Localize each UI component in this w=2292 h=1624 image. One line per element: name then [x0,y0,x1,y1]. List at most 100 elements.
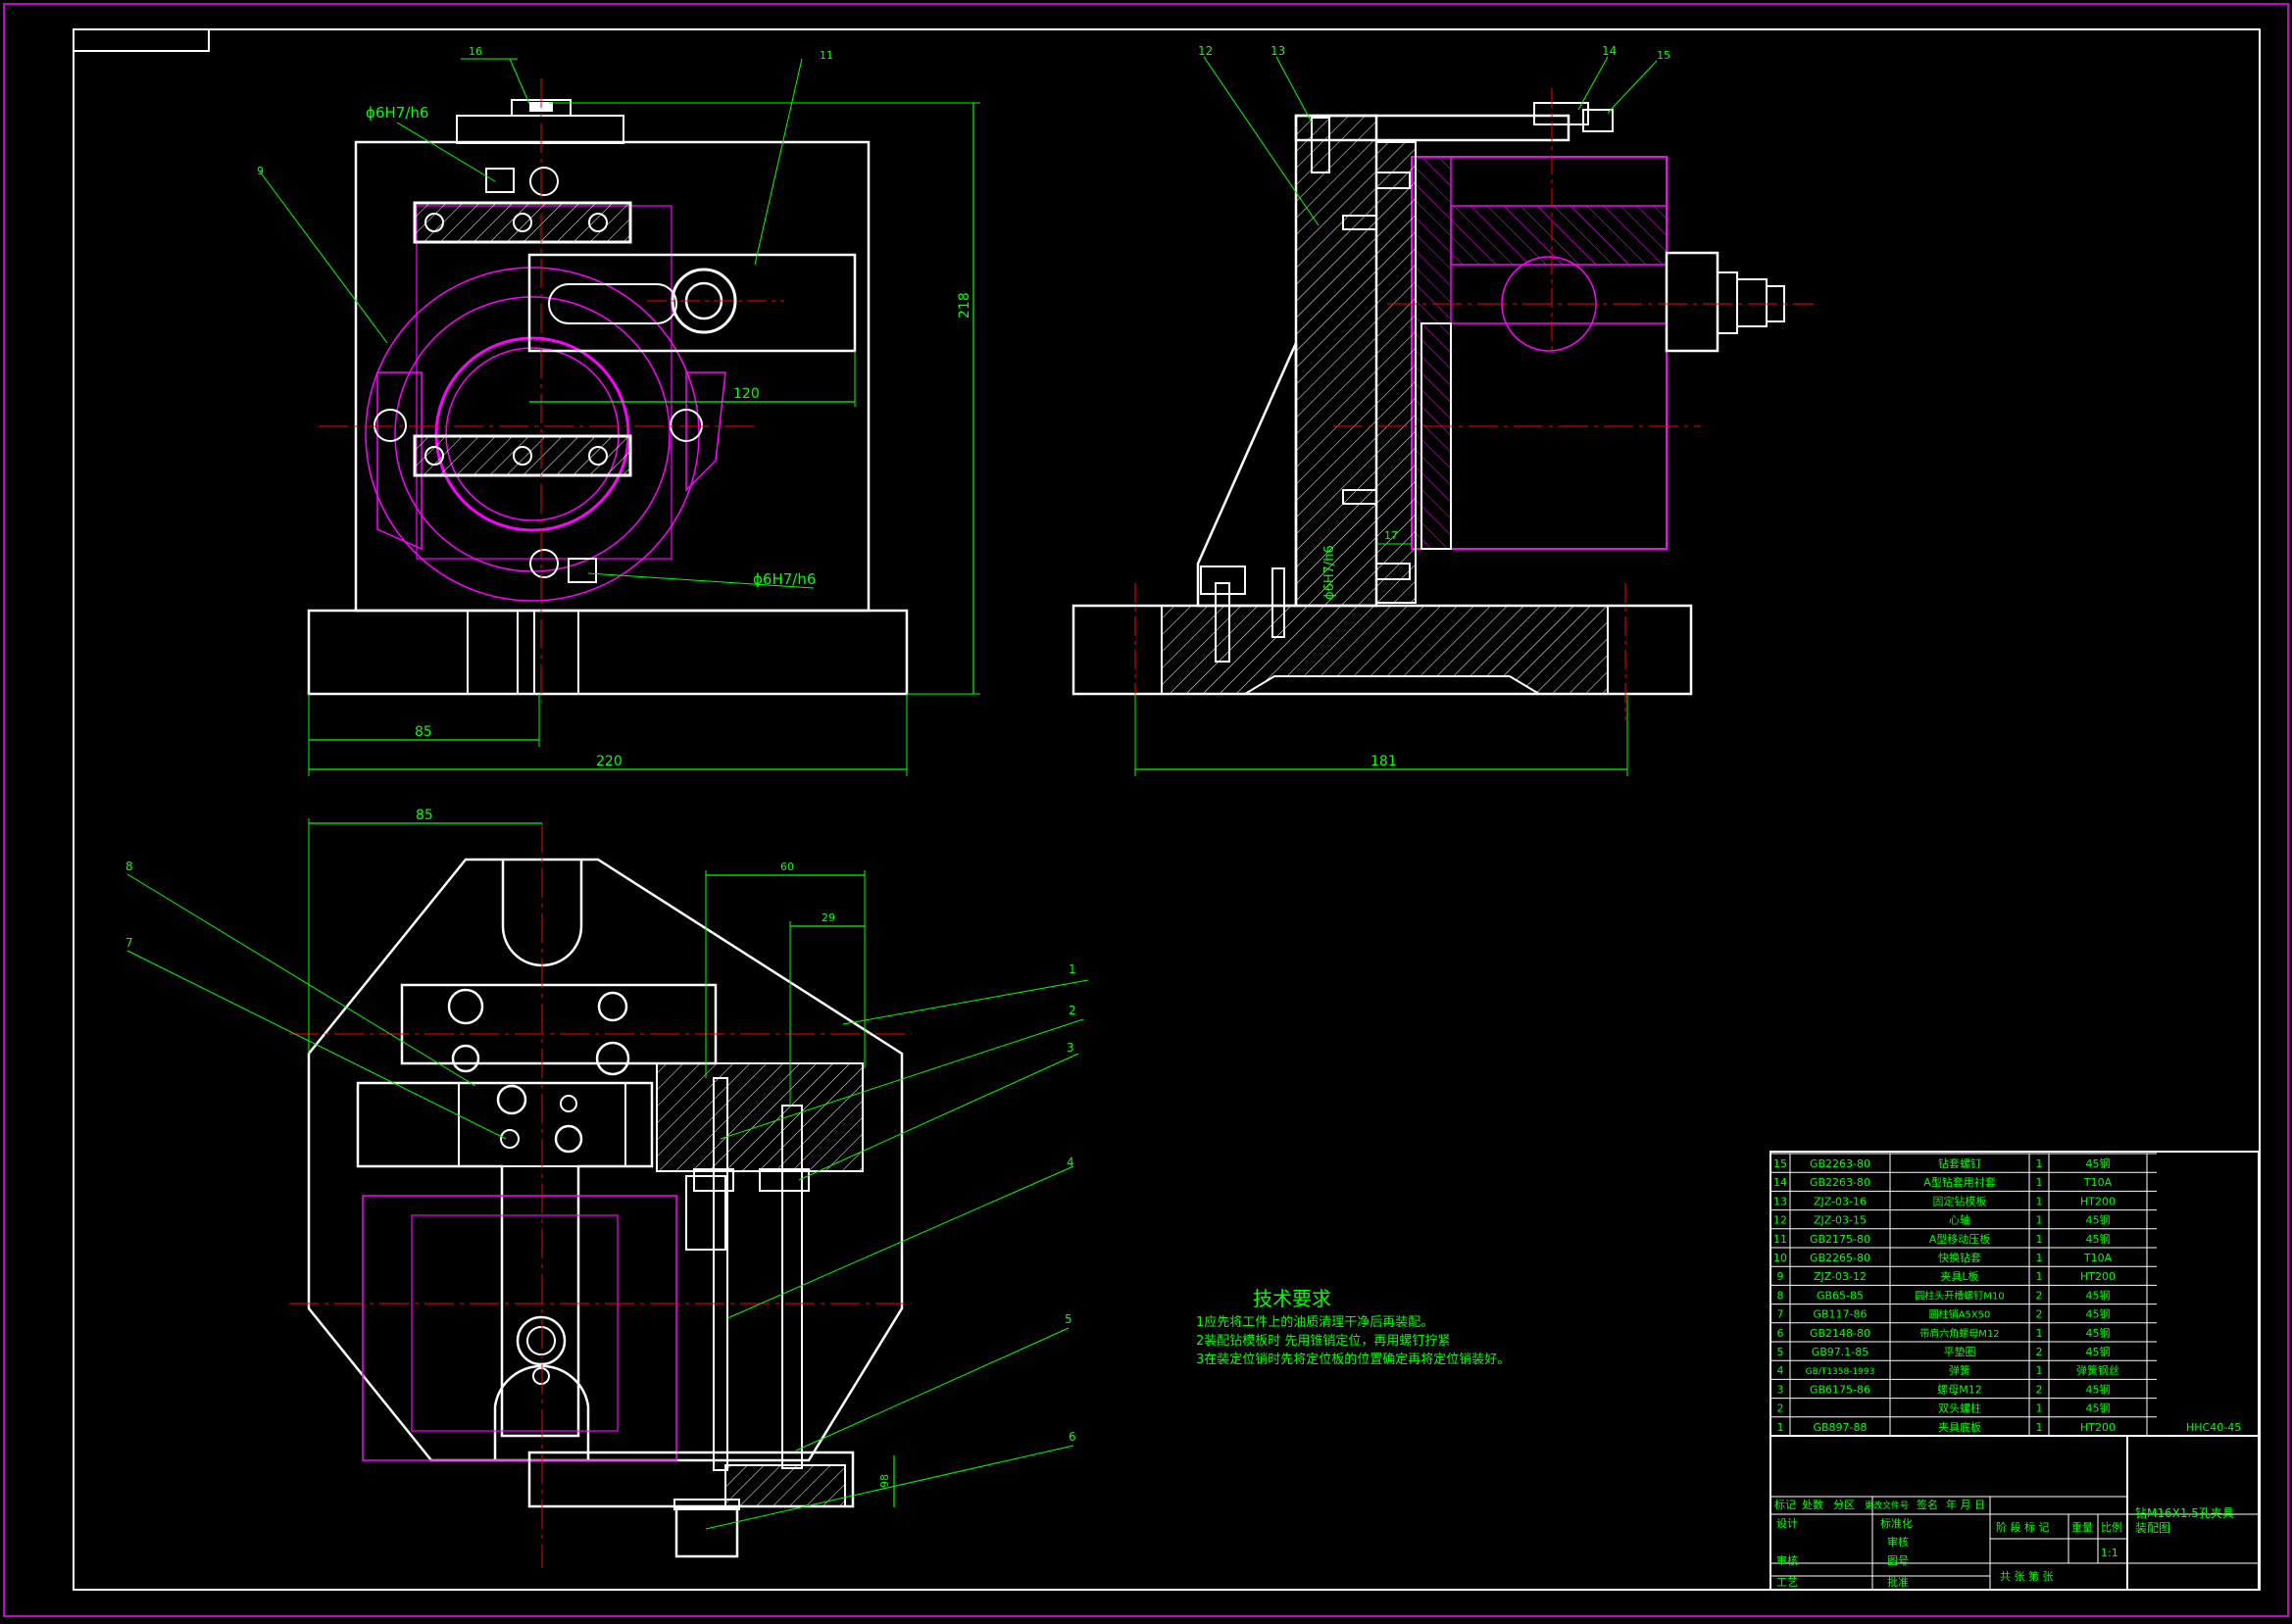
title-block: 标记 处数 分区 更改文件号 签名 年 月 日 设计 标准化 审核 审核 图号 … [1770,1435,2259,1590]
tech-req-line-3: 3在装定位销时先将定位板的位置确定再将定位销装好。 [1196,1352,1510,1367]
inner-frame [73,28,2261,1591]
front-balloon-11: 11 [820,49,833,62]
top-leader-2 [720,1018,1084,1140]
front-leader-11 [754,58,803,266]
bom-cell-mat: 45钢 [2086,1383,2111,1396]
front-bore-2 [445,347,620,521]
bom-cell-no: 13 [1773,1195,1787,1207]
bom-cell-qty: 1 [2036,1270,2043,1283]
top-dim-29: 29 [822,911,835,924]
bom-cell-name: A型移动压板 [1929,1232,1991,1246]
bom-cell-code: GB97.1-85 [1812,1346,1869,1358]
tb-rev-3: 分区 [1833,1499,1855,1511]
front-fit-top: ϕ6H7/h6 [366,104,428,122]
front-bar-screw-1 [424,213,444,232]
bom-cell-mat: 45钢 [2086,1308,2111,1321]
bom-cell-qty: 1 [2036,1421,2043,1434]
bom-cell-qty: 1 [2036,1214,2043,1227]
bom-cell-name: 快换钻套 [1938,1251,1981,1264]
top-base-outline [307,858,904,1462]
front-fit-bottom: ϕ6H7/h6 [753,570,816,588]
top-screw-big-inner [526,1326,556,1355]
bom-cell-no: 1 [1777,1421,1784,1434]
bom-cell-qty: 1 [2036,1157,2043,1170]
bom-cell-mat: HT200 [2080,1195,2116,1207]
side-rib [1196,342,1298,608]
bom-cell-name: 夹具L板 [1940,1269,1978,1283]
top-bottom-clamp-hatch [724,1464,846,1507]
front-bar-screw-3 [588,213,608,232]
bom-cell-name: 双头螺柱 [1938,1402,1981,1415]
side-dim-181: 181 [1370,754,1397,769]
tb-title-1: 钻M16X1.5孔夹具 [2135,1505,2234,1520]
front-base [307,609,909,696]
side-bush-screw [1582,109,1614,132]
tb-design: 设计 [1776,1517,1798,1530]
bom-cell-no: 7 [1777,1308,1784,1321]
tb-check: 审核 [1887,1535,1909,1549]
top-balloon-7: 7 [125,936,133,950]
front-hole-r [670,409,703,442]
bom-cell-name: A型钻套用衬套 [1923,1175,1996,1189]
bom-cell-mat: 45钢 [2086,1157,2111,1170]
bom-cell-code: GB2263-80 [1810,1176,1870,1189]
bom-cell-no: 6 [1777,1327,1784,1340]
front-flange-ears [376,371,726,551]
front-hole-b [529,549,559,578]
front-flange-outer [365,267,700,602]
side-screw-2 [1342,215,1377,230]
side-bush-head [1533,102,1589,125]
bom-cell-qty: 1 [2036,1403,2043,1415]
front-pin-bot [568,558,597,583]
bom-cell-code: GB6175-86 [1810,1383,1870,1396]
bom-cell-no: 9 [1777,1270,1784,1283]
tb-sheets: 共 张 第 张 [2000,1569,2054,1583]
bom-cell-no: 10 [1773,1252,1787,1264]
top-nut-a [693,1168,734,1192]
tb-standard: 标准化 [1880,1516,1913,1530]
top-screw-small [532,1367,550,1385]
bom-cell-code: GB117-86 [1813,1308,1867,1321]
side-pin-rib [1215,582,1230,663]
side-balloon-14: 14 [1602,44,1617,58]
bom-cell-no: 3 [1777,1383,1784,1396]
tb-ratio: 比例 [2101,1520,2122,1534]
top-dim-98: 98 [878,1474,891,1488]
top-bush-1 [496,1084,527,1115]
bom-cell-code: ZJZ-03-12 [1814,1270,1867,1283]
tech-req-line-1: 1应先将工件上的油质清理干净后再装配。 [1196,1314,1433,1330]
front-bar-screw-2 [513,213,532,232]
tb-stage: 阶 段 标 记 [1996,1520,2050,1534]
bom-cell-name: 圆柱销A5X50 [1929,1308,1991,1321]
tb-scale: 1:1 [2101,1547,2118,1559]
side-workpiece-flange [1411,156,1452,550]
bom-cell-code: GB65-85 [1817,1289,1864,1302]
side-view: 12 13 14 15 ϕ6H7/h6 181 17 [1071,44,1814,776]
bom-cell-mat: HT200 [2080,1421,2116,1434]
side-mandrel-face [1375,141,1417,604]
top-dim-60: 60 [780,861,794,873]
top-workpiece-in [411,1214,619,1432]
front-balloon-16: 16 [469,45,482,58]
bom-cell-qty: 1 [2036,1364,2043,1377]
bom-cell-qty: 1 [2036,1195,2043,1207]
side-workpiece-body [1450,322,1668,550]
top-hole-3 [451,1044,480,1073]
bom-cell-name: 钻套螺钉 [1938,1156,1981,1170]
front-bar-screw-5 [513,446,532,466]
top-leader-7 [126,950,507,1140]
bom-cell-code: GB2148-80 [1810,1327,1870,1340]
front-leader-16b [509,58,530,105]
bom-cell-qty: 1 [2036,1252,2043,1264]
bom-cell-qty: 2 [2036,1289,2043,1302]
front-view: 16 11 9 ϕ6H7/h6 ϕ6H7/h6 120 218 85 220 [257,45,980,776]
top-l-plate [400,983,718,1065]
bom-cell-mat: 45钢 [2086,1214,2111,1227]
bom-cell-name: 弹簧 [1949,1363,1970,1377]
side-dim-17: 17 [1384,529,1398,542]
front-leader-9 [259,171,388,344]
side-workpiece-top [1450,205,1668,266]
outer-frame [3,3,2289,1617]
